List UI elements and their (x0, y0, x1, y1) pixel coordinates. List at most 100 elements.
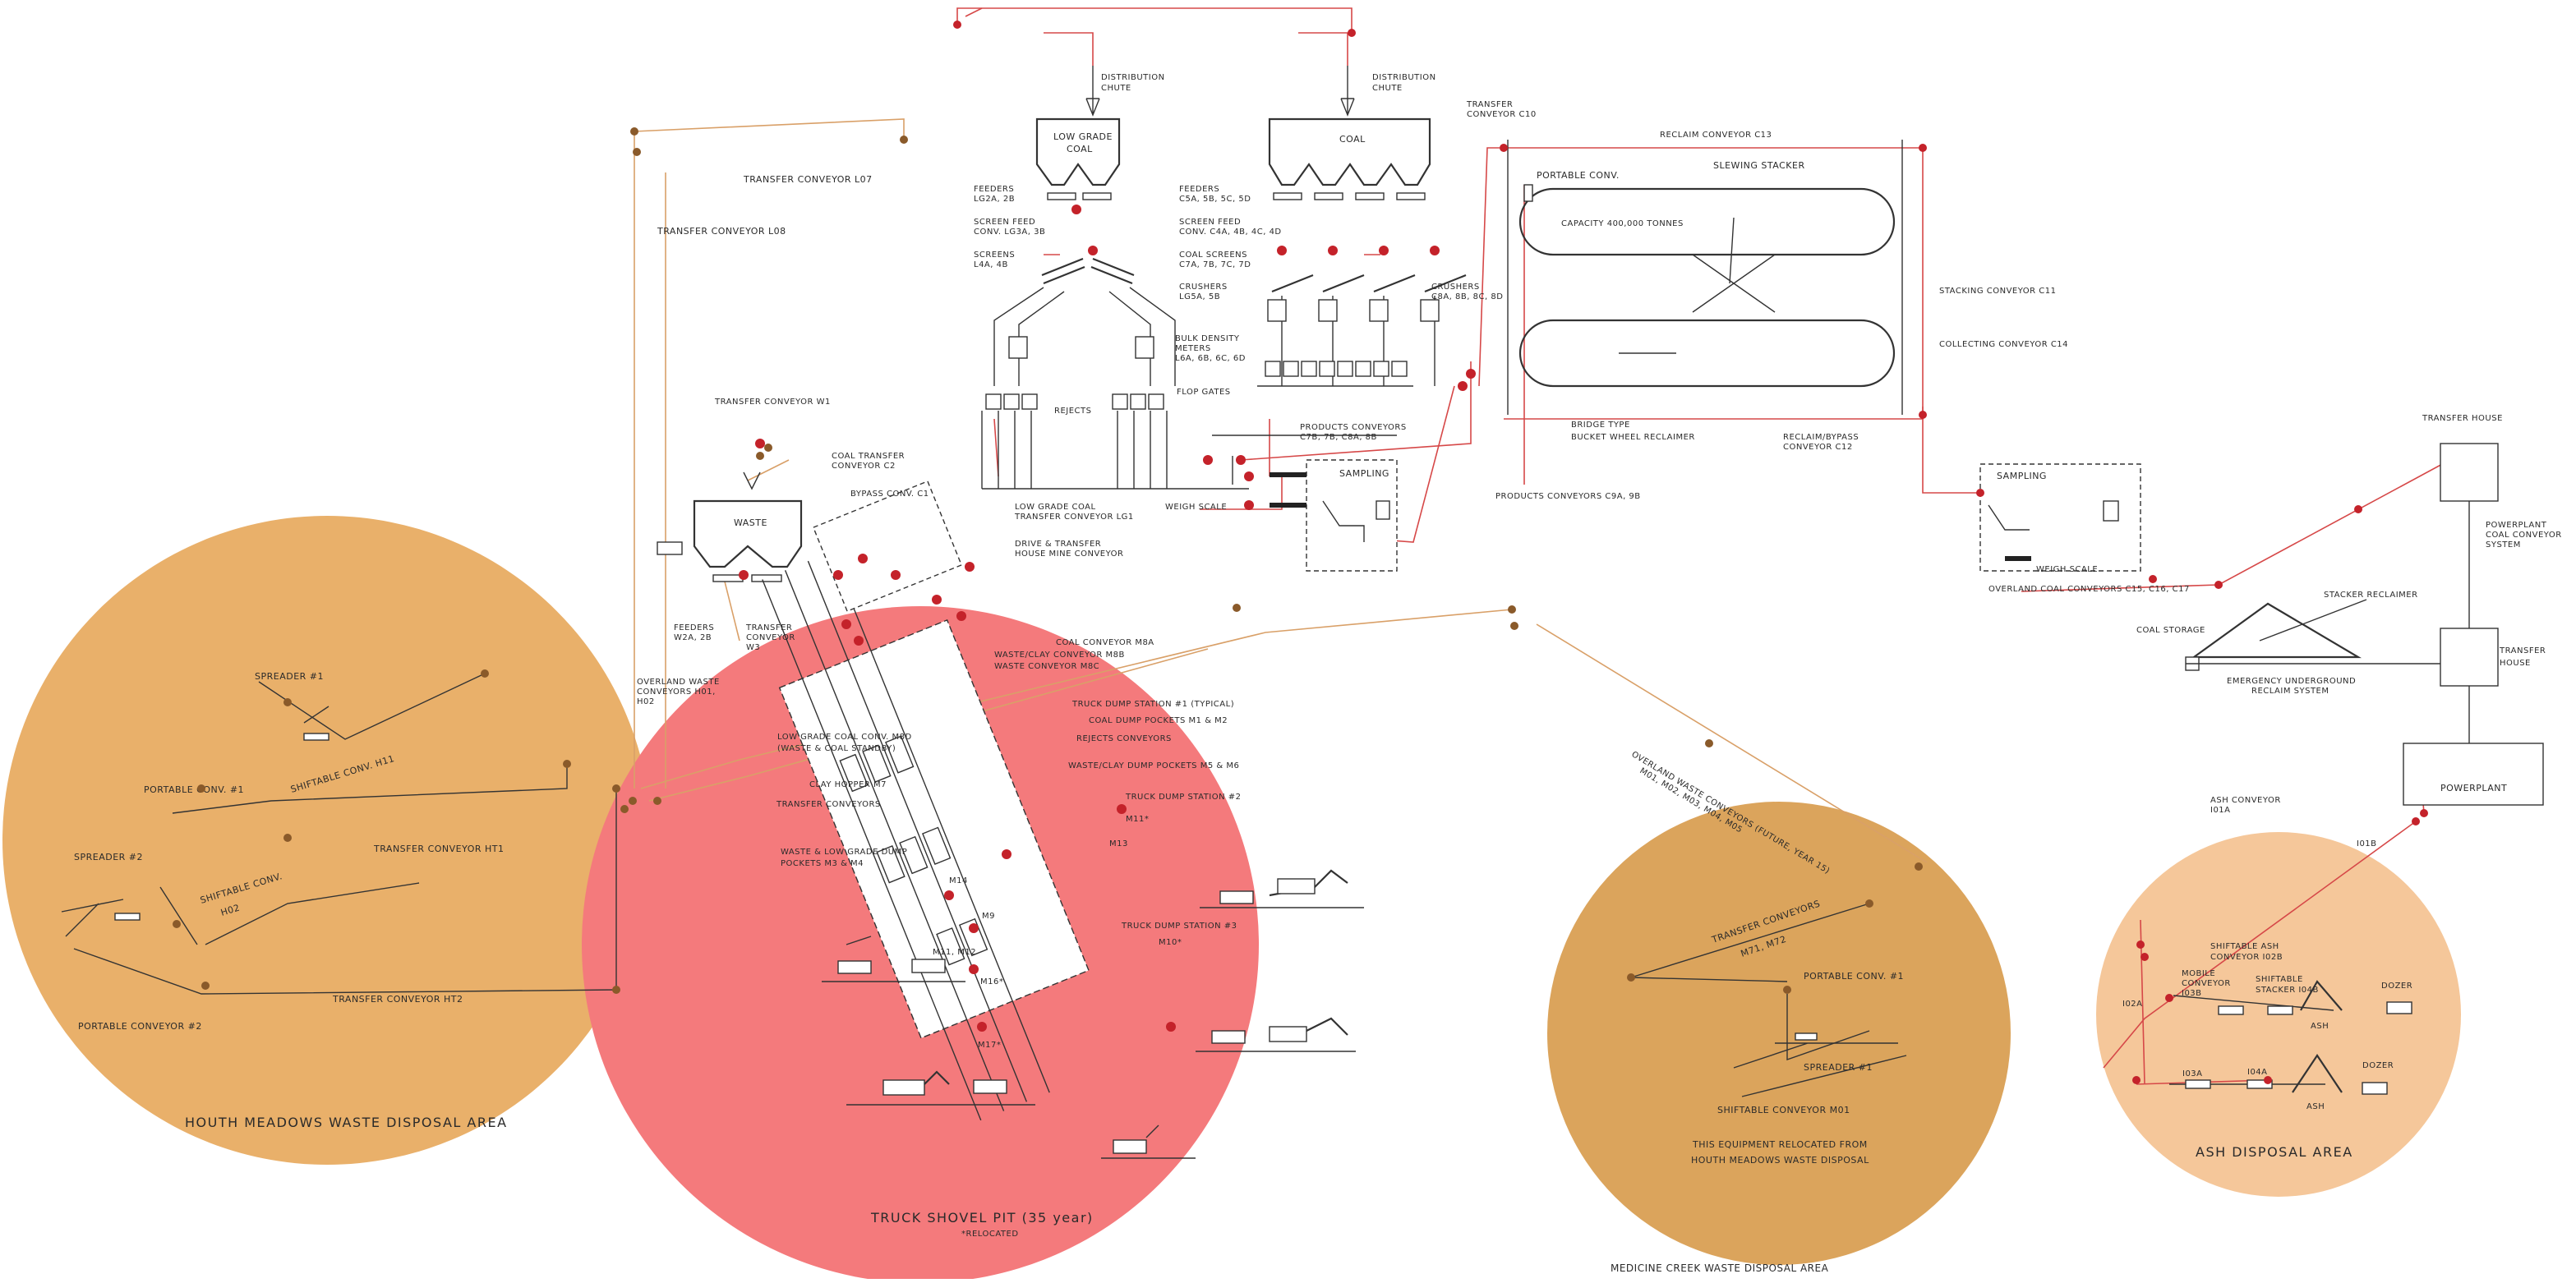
pit-conveyor-corridor (762, 551, 1090, 1121)
feeders-c-sublabel: C5A, 5B, 5C, 5D (1179, 195, 1251, 204)
portable-conv-label: PORTABLE CONV. (1537, 170, 1620, 181)
ash-mobile-label-3: I03B (2182, 989, 2202, 998)
bulk-density-label-3: L6A, 6B, 6C, 6D (1175, 354, 1246, 363)
orange-conveyor-lines (634, 118, 1928, 863)
ash-shiftable-stacker-label-2: STACKER I04B (2256, 986, 2319, 995)
relocated-note: *RELOCATED (961, 1230, 1019, 1239)
overland-waste-h-label-1: OVERLAND WASTE (637, 678, 720, 687)
m17-label: M17* (978, 1041, 1001, 1050)
screens-lg-label: SCREENS (974, 251, 1015, 260)
bulk-density-label-1: BULK DENSITY (1175, 334, 1240, 343)
ash-shiftable-label-2: CONVEYOR I02B (2210, 953, 2283, 962)
powerplant-coal-label-2: COAL CONVEYOR (2486, 531, 2562, 540)
m16-label: M16* (980, 977, 1003, 986)
coal-conveyor-m8a-label: COAL CONVEYOR M8A (1056, 638, 1154, 647)
ash-conveyor-label-1: ASH CONVEYOR (2210, 796, 2281, 805)
powerplant-label: POWERPLANT (2440, 783, 2507, 793)
emergency-label-1: EMERGENCY UNDERGROUND (2227, 677, 2356, 686)
collecting-c14-label: COLLECTING CONVEYOR C14 (1939, 340, 2068, 349)
transfer-l08-label: TRANSFER CONVEYOR L08 (657, 226, 786, 237)
transfer-w3-label-3: W3 (746, 643, 760, 652)
waste-lg-pockets-label-1: WASTE & LOW GRADE DUMP (781, 848, 907, 857)
transfer-house-top (2440, 443, 2499, 502)
medicine-creek-circle (1547, 802, 2011, 1265)
products-conveyors-label: PRODUCTS CONVEYORS (1300, 423, 1407, 432)
density-meters (985, 361, 1408, 410)
south-meadows-title: HOUTH MEADOWS WASTE DISPOSAL AREA (185, 1115, 508, 1130)
stacker-reclaimer-label: STACKER RECLAIMER (2324, 591, 2418, 600)
screen-feed-c-sublabel: CONV. C4A, 4B, 4C, 4D (1179, 228, 1282, 237)
m10-label: M10* (1159, 938, 1182, 947)
transfer-c10-label-1: TRANSFER (1466, 100, 1513, 109)
low-grade-silo-label-1: LOW GRADE (1053, 131, 1113, 142)
coal-screens-label: COAL SCREENS (1179, 251, 1247, 260)
coal-dump-pockets-label: COAL DUMP POCKETS M1 & M2 (1089, 716, 1228, 725)
low-grade-silo-label-2: COAL (1067, 144, 1093, 154)
waste-conveyor-m8c-label: WASTE CONVEYOR M8C (994, 662, 1099, 671)
powerplant-coal-label-1: POWERPLANT (2486, 521, 2547, 530)
bridge-type-label-2: BUCKET WHEEL RECLAIMER (1571, 433, 1695, 442)
powerplant-coal-label-3: SYSTEM (2486, 540, 2521, 550)
medicine-note-2: HOUTH MEADOWS WASTE DISPOSAL (1691, 1155, 1869, 1166)
emergency-label-2: RECLAIM SYSTEM (2251, 687, 2329, 696)
overland-waste-h-label-2: CONVEYORS H01, (637, 687, 716, 697)
distribution-chute-1-label: DISTRIBUTION (1101, 73, 1165, 82)
spreader-1-label: SPREADER #1 (255, 671, 324, 682)
reclaim-bypass-label-2: CONVEYOR C12 (1783, 443, 1853, 452)
medicine-shiftable-label: SHIFTABLE CONVEYOR M01 (1717, 1105, 1850, 1115)
medicine-creek-area: MEDICINE CREEK WASTE DISPOSAL AREA THIS … (1547, 802, 2011, 1274)
m11m12-label: M11, M12 (933, 948, 976, 957)
ash-mobile-label-1: MOBILE (2182, 969, 2215, 978)
reclaim-bypass-label-1: RECLAIM/BYPASS (1783, 433, 1859, 442)
flop-gates-label: FLOP GATES (1177, 388, 1231, 397)
feeders (1047, 192, 1426, 200)
transfer-w3-label-2: CONVEYOR (746, 633, 795, 642)
rejects-conveyors-label: REJECTS CONVEYORS (1076, 734, 1172, 743)
truck-dump-3-label: TRUCK DUMP STATION #3 (1121, 922, 1237, 931)
bypass-conv-box (812, 480, 963, 613)
reclaim-c13-label: RECLAIM CONVEYOR C13 (1660, 131, 1772, 140)
low-grade-transfer-label: LOW GRADE COAL (1015, 503, 1096, 512)
crushers-lg-sublabel: LG5A, 5B (1179, 292, 1220, 301)
transfer-l07-label: TRANSFER CONVEYOR L07 (743, 174, 873, 185)
transfer-house-top-label: TRANSFER HOUSE (2422, 414, 2503, 423)
distribution-chute-2-label: DISTRIBUTION (1372, 73, 1436, 82)
truck-dump-1-label: TRUCK DUMP STATION #1 (TYPICAL) (1071, 700, 1234, 709)
feeders-c-label: FEEDERS (1179, 185, 1219, 194)
screen-feed-c-label: SCREEN FEED (1179, 218, 1241, 227)
feeders-w-sublabel: W2A, 2B (674, 633, 712, 642)
ash-label-2: ASH (2306, 1102, 2325, 1111)
coal-silo (1268, 117, 1431, 186)
crushers-c-sublabel: C8A, 8B, 8C, 8D (1431, 292, 1503, 301)
waste-clay-m8b-label: WASTE/CLAY CONVEYOR M8B (994, 651, 1125, 660)
ash-shiftable-label-1: SHIFTABLE ASH (2210, 942, 2279, 951)
screen-feed-lg-sublabel: CONV. LG3A, 3B (974, 228, 1045, 237)
ash-shiftable-stacker-label-1: SHIFTABLE (2256, 975, 2303, 984)
low-grade-m8d-label-1: LOW GRADE COAL CONV. M8D (777, 733, 912, 742)
low-grade-m8d-label-2: (WASTE & COAL STANDBY) (777, 744, 896, 753)
m13-label: M13 (1109, 839, 1128, 848)
products-conveyors-sublabel: C7B, 7B, C8A, 8B (1300, 433, 1377, 442)
bulk-density-label-2: METERS (1175, 344, 1211, 353)
ash-equipment: SHIFTABLE ASH CONVEYOR I02B MOBILE CONVE… (2122, 942, 2412, 1111)
distribution-chute-2-sublabel: CHUTE (1372, 84, 1403, 93)
coal-screens-sublabel: C7A, 7B, 7C, 7D (1179, 260, 1251, 269)
overland-coal-label: OVERLAND COAL CONVEYORS C15, C16, C17 (1988, 585, 2190, 594)
i04a-label: I04A (2247, 1068, 2268, 1077)
rejects-label: REJECTS (1054, 407, 1091, 416)
transfer-house-mid (2440, 628, 2499, 687)
sampling-2-label: SAMPLING (1997, 471, 2047, 481)
ash-dozer-label-2: DOZER (2362, 1061, 2394, 1070)
waste-clay-pockets-label: WASTE/CLAY DUMP POCKETS M5 & M6 (1068, 761, 1239, 770)
coal-transfer-c2-label-1: COAL TRANSFER (832, 452, 905, 461)
ash-dozer-label-1: DOZER (2381, 982, 2412, 991)
medicine-note-1: THIS EQUIPMENT RELOCATED FROM (1692, 1139, 1868, 1150)
truck-shovel-pit-title: TRUCK SHOVEL PIT (35 year) (870, 1210, 1094, 1226)
screens-lg-sublabel: L4A, 4B (974, 260, 1008, 269)
trucks-shovels (822, 869, 1364, 1159)
truck-icon-plant (657, 541, 683, 555)
transfer-w1-label: TRANSFER CONVEYOR W1 (714, 398, 831, 407)
bypass-conv-label: BYPASS CONV. C1 (850, 490, 929, 499)
m9-label: M9 (982, 912, 995, 921)
